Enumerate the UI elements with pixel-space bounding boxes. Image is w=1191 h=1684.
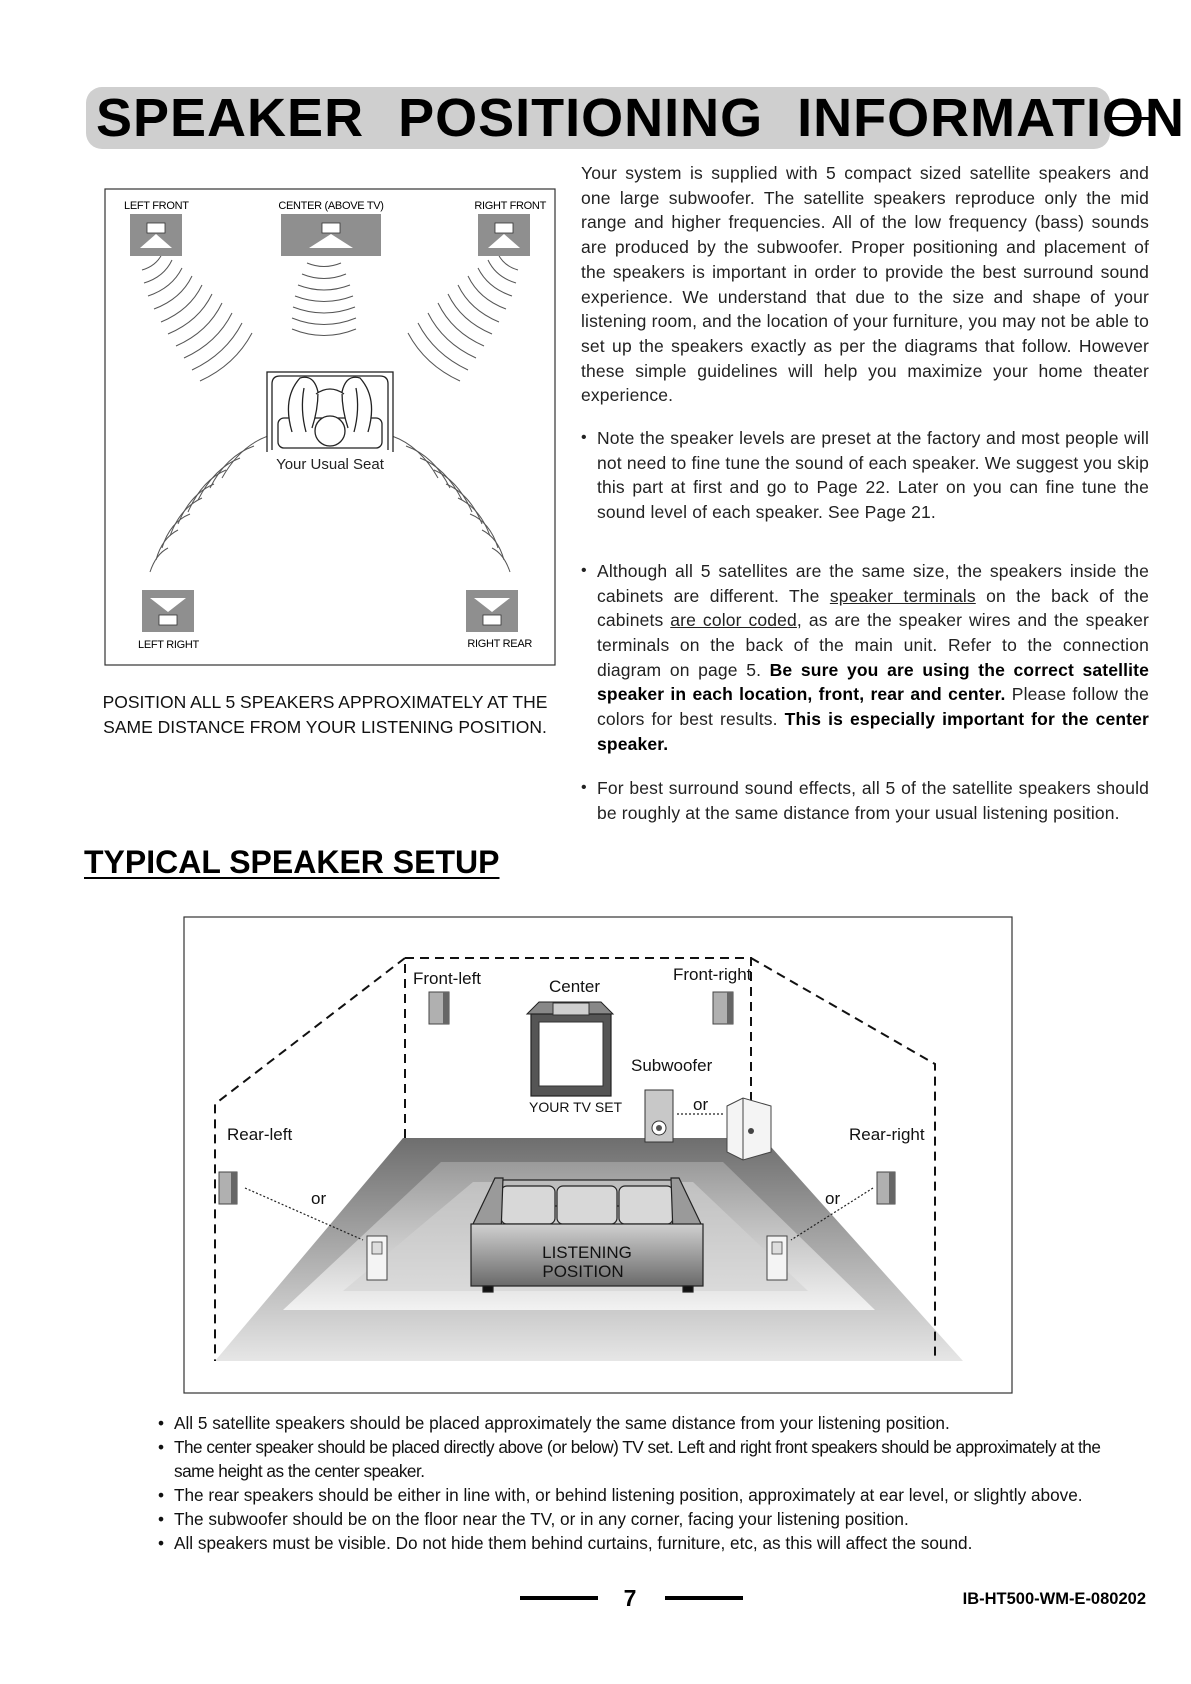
guideline-bullet-distance: For best surround sound effects, all 5 o…	[581, 776, 1149, 825]
setup-guidelines-list: All 5 satellite speakers should be place…	[156, 1411, 1116, 1555]
title-dash	[1112, 117, 1150, 120]
right-rear-speaker-icon	[466, 590, 518, 632]
section-heading: TYPICAL SPEAKER SETUP	[84, 844, 500, 880]
or-left-label: or	[311, 1189, 326, 1208]
right-front-speaker-icon	[478, 214, 530, 256]
listening-label-1: LISTENING	[542, 1243, 632, 1262]
center-speaker-warning: This is especially important for the cen…	[597, 709, 1149, 754]
front-left-label: Front-left	[413, 969, 481, 988]
list-item: The rear speakers should be either in li…	[156, 1483, 1116, 1507]
center-speaker-icon	[281, 214, 381, 256]
room-setup-diagram: Front-left Center Front-right Subwoofer …	[183, 916, 1013, 1394]
diagram-caption: POSITION ALL 5 SPEAKERS APPROXIMATELY AT…	[84, 690, 566, 740]
subwoofer-icon	[644, 1089, 674, 1143]
caption-line-1: POSITION ALL 5 SPEAKERS APPROXIMATELY AT…	[102, 692, 548, 712]
center-label: CENTER (ABOVE TV)	[278, 200, 383, 212]
rear-left-speaker-icon	[218, 1171, 238, 1205]
guidelines-text: Your system is supplied with 5 compact s…	[581, 161, 1149, 826]
right-rear-label: RIGHT REAR	[467, 638, 532, 650]
center-speaker-icon	[552, 1002, 590, 1016]
color-coded-text: are color coded	[670, 610, 797, 631]
rear-right-floor-speaker-icon	[766, 1235, 788, 1281]
footer-rule-left	[520, 1596, 598, 1600]
right-front-label: RIGHT FRONT	[474, 200, 546, 212]
rear-right-speaker-icon	[876, 1171, 896, 1205]
front-right-label: Front-right	[673, 965, 752, 984]
list-item: All 5 satellite speakers should be place…	[156, 1411, 1116, 1435]
list-item: The center speaker should be placed dire…	[156, 1435, 1116, 1483]
caption-line-2: SAME DISTANCE FROM YOUR LISTENING POSITI…	[103, 717, 547, 737]
tv-label: YOUR TV SET	[529, 1099, 623, 1115]
page-title: SPEAKER POSITIONING INFORMATION	[96, 88, 1186, 148]
bullet-text: on the back of the cabinets	[597, 585, 1149, 631]
listening-label-2: POSITION	[542, 1262, 623, 1281]
tv-icon	[525, 1001, 615, 1097]
or-subwoofer-label: or	[693, 1095, 708, 1114]
left-front-speaker-icon	[130, 214, 182, 256]
intro-paragraph: Your system is supplied with 5 compact s…	[581, 163, 1149, 406]
rear-left-label: Rear-left	[227, 1125, 292, 1144]
left-front-label: LEFT FRONT	[124, 200, 189, 212]
page-number: 7	[623, 1585, 637, 1611]
left-rear-speaker-icon	[142, 590, 194, 632]
seat-label: Your Usual Seat	[276, 456, 385, 473]
rear-right-label: Rear-right	[849, 1125, 925, 1144]
front-left-speaker-icon	[428, 991, 450, 1025]
guideline-bullet-terminals: Although all 5 satellites are the same s…	[581, 559, 1149, 757]
center-label: Center	[549, 977, 600, 996]
bullet-text: Please follow the colors for best result…	[597, 684, 1149, 730]
document-code: IB-HT500-WM-E-080202	[962, 1590, 1146, 1608]
bullet-text: Although all 5 satellites are the same s…	[597, 560, 1149, 606]
speaker-terminals-text: speaker terminals	[829, 585, 976, 606]
rear-left-floor-speaker-icon	[366, 1235, 388, 1281]
left-rear-label: LEFT RIGHT	[138, 639, 200, 651]
footer-rule-right	[665, 1596, 743, 1600]
list-item: All speakers must be visible. Do not hid…	[156, 1531, 1116, 1555]
or-right-label: or	[825, 1189, 840, 1208]
correct-speaker-warning: Be sure you are using the correct satell…	[597, 659, 1149, 705]
front-right-speaker-icon	[712, 991, 734, 1025]
bullet-text: , as are the speaker wires and the speak…	[597, 610, 1149, 680]
list-item: The subwoofer should be on the floor nea…	[156, 1507, 1116, 1531]
guideline-bullet-levels: Note the speaker levels are preset at th…	[581, 426, 1149, 525]
speaker-position-diagram: Your Usual Seat LEFT FRONT CENTER (ABOVE…	[104, 188, 556, 666]
title-banner	[86, 87, 1110, 149]
sofa-icon	[470, 1177, 704, 1293]
subwoofer-label: Subwoofer	[631, 1056, 713, 1075]
subwoofer-corner-icon	[726, 1097, 772, 1161]
